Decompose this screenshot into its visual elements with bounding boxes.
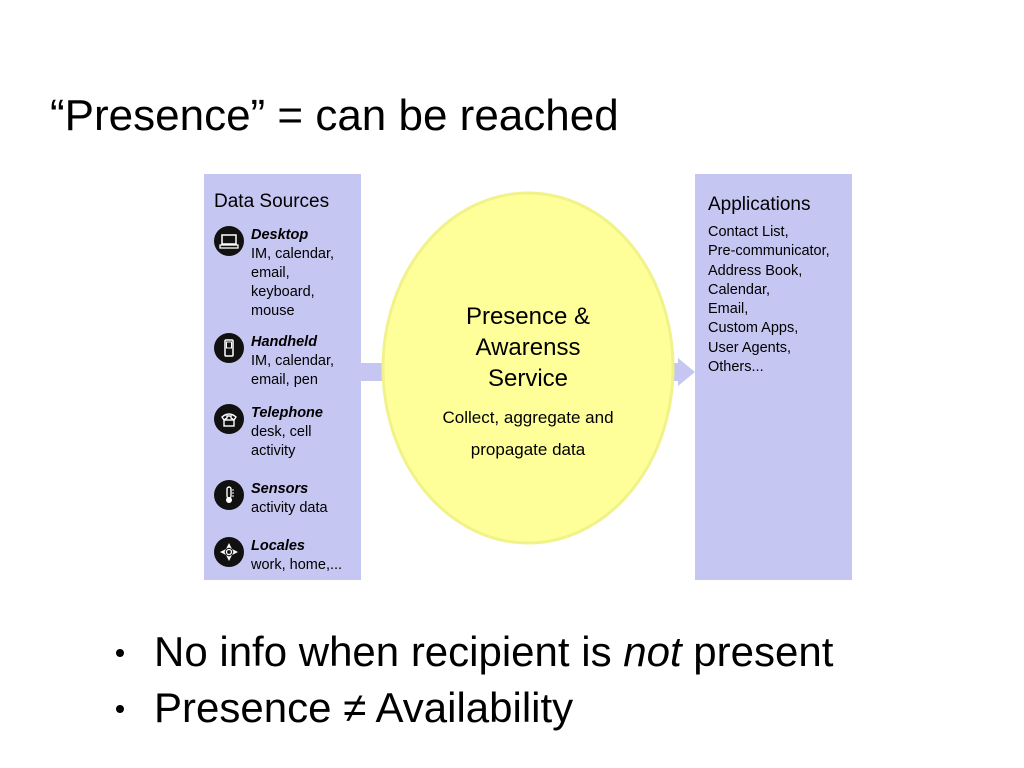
source-desc: IM, calendar, email, keyboard, mouse: [251, 246, 335, 319]
bullet-dot: [116, 705, 124, 713]
bullet-item: No info when recipient is not present: [112, 624, 833, 680]
source-name: Sensors: [251, 481, 309, 497]
source-desc: desk, cell activity: [251, 424, 312, 459]
telephone-icon: [214, 404, 244, 434]
source-desc: work, home,...: [251, 557, 343, 573]
service-ellipse: [381, 191, 675, 545]
bullet-item: Presence ≠ Availability: [112, 680, 833, 736]
compass-icon: [214, 537, 244, 567]
bullet-dot: [116, 649, 124, 657]
service-subtitle: Collect, aggregate and propagate data: [442, 408, 614, 459]
bullet-emphasis: not: [623, 628, 682, 675]
source-name: Locales: [251, 538, 305, 554]
source-desc: activity data: [251, 500, 328, 516]
bullet-text: Presence ≠ Availability: [154, 684, 574, 731]
source-name: Handheld: [251, 334, 318, 350]
data-sources-heading: Data Sources: [214, 191, 330, 212]
applications-heading: Applications: [708, 194, 811, 215]
source-name: Desktop: [251, 227, 309, 243]
handheld-icon: [214, 333, 244, 363]
thermometer-icon: [214, 480, 244, 510]
slide-title: “Presence” = can be reached: [50, 91, 619, 140]
service-title: Presence & Awarenss Service: [465, 303, 591, 392]
source-name: Telephone: [251, 405, 323, 421]
bullet-text: No info when recipient is: [154, 628, 624, 675]
applications-list: Contact List, Pre-communicator, Address …: [708, 224, 830, 376]
source-desc: IM, calendar, email, pen: [251, 353, 335, 388]
desktop-icon: [214, 226, 244, 256]
bullet-text-after: present: [681, 628, 834, 675]
data-sources-panel: Data Sources Desktop IM, calendar, email…: [204, 174, 361, 580]
applications-panel: Applications Contact List, Pre-communica…: [695, 174, 852, 580]
bullet-list: No info when recipient is not present Pr…: [112, 624, 833, 736]
